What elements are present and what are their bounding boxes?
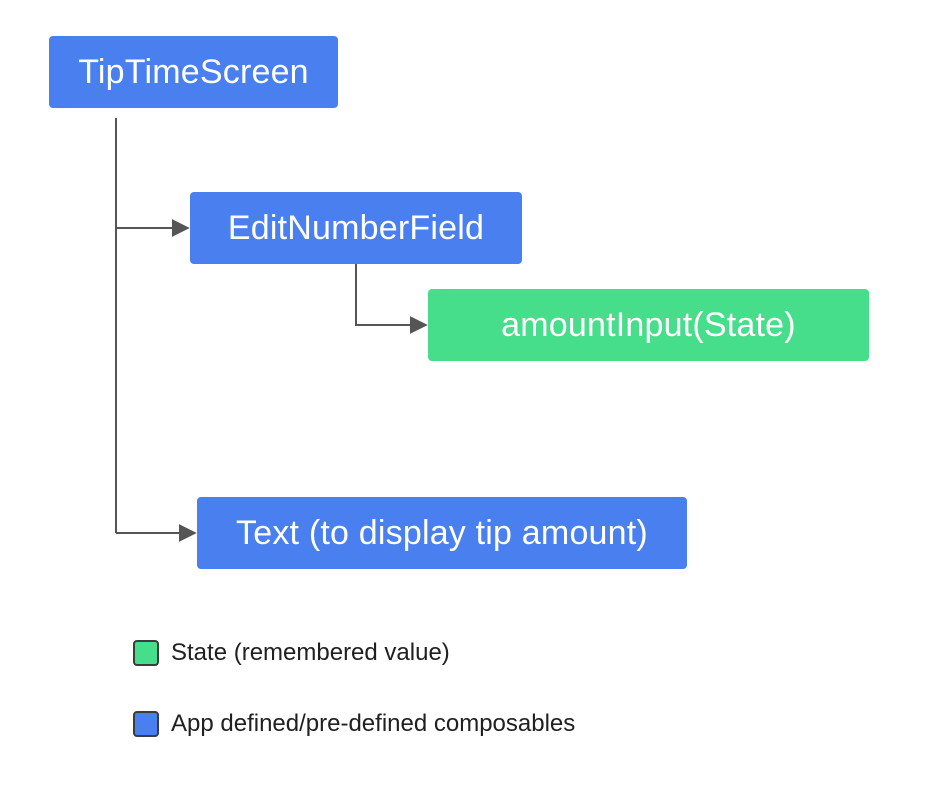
- node-text-display-label: Text (to display tip amount): [236, 513, 648, 552]
- node-amount-input-state-label: amountInput(State): [501, 305, 796, 344]
- legend-swatch-green: [133, 640, 159, 666]
- edge-edit-number-field-to-amount-input: [355, 264, 428, 334]
- node-amount-input-state: amountInput(State): [428, 289, 869, 361]
- node-edit-number-field-label: EditNumberField: [227, 208, 485, 247]
- legend-item-composables: App defined/pre-defined composables: [133, 710, 575, 738]
- legend-item-state: State (remembered value): [133, 639, 450, 667]
- node-tip-time-screen: TipTimeScreen: [49, 36, 338, 108]
- legend-composables-label: App defined/pre-defined composables: [171, 710, 576, 737]
- node-edit-number-field: EditNumberField: [190, 192, 522, 264]
- node-text-display: Text (to display tip amount): [197, 497, 687, 569]
- legend-swatch-blue: [133, 711, 159, 737]
- legend-state-label: State (remembered value): [171, 639, 450, 666]
- node-tip-time-screen-label: TipTimeScreen: [78, 52, 309, 91]
